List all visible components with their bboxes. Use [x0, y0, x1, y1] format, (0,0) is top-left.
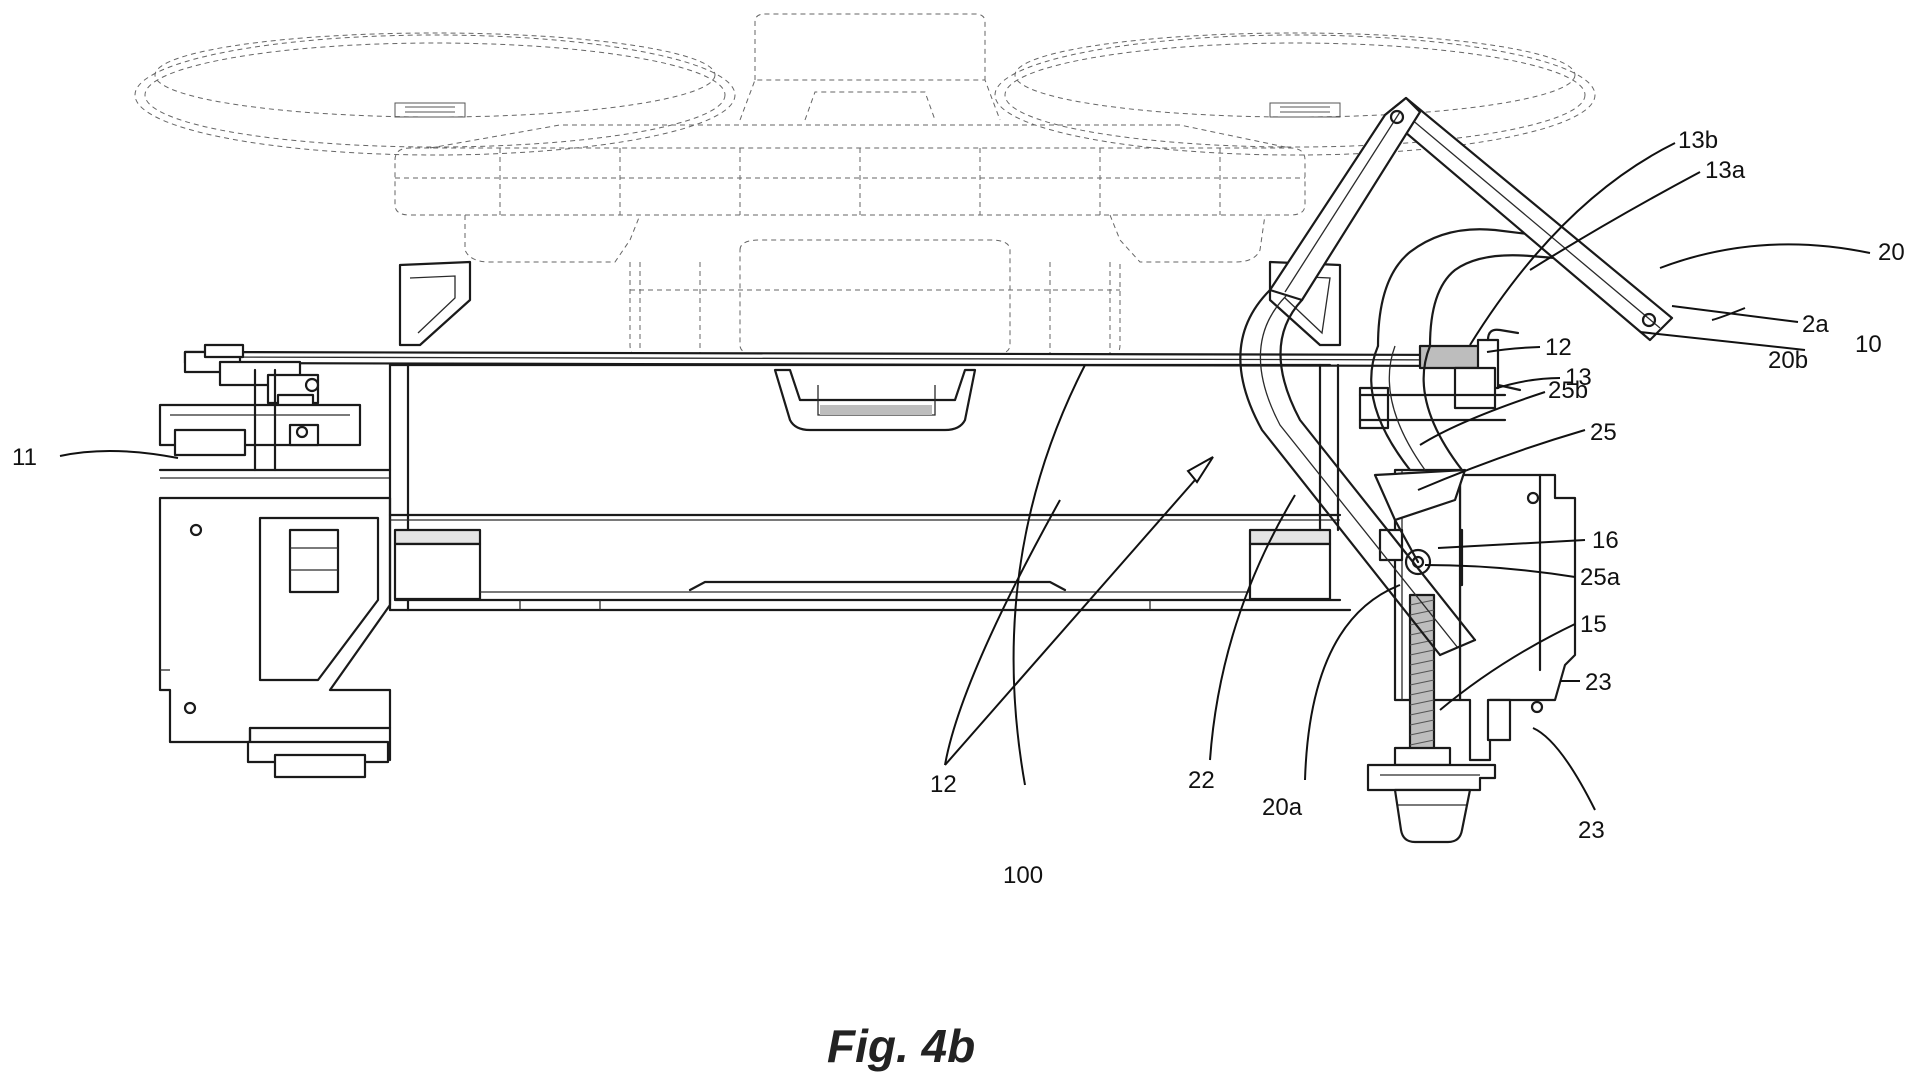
label-2a: 2a — [1802, 311, 1829, 338]
label-22: 22 — [1188, 767, 1215, 794]
label-20: 20 — [1878, 239, 1905, 266]
label-15: 15 — [1580, 611, 1607, 638]
frame-plate-12 — [183, 350, 1482, 368]
label-12-bottom: 12 — [930, 771, 957, 798]
motor-logo-left — [394, 102, 466, 118]
label-25: 25 — [1590, 419, 1617, 446]
figure-caption: Fig. 4b — [827, 1020, 975, 1072]
label-25b: 25b — [1548, 377, 1588, 404]
label-25a: 25a — [1580, 564, 1621, 591]
label-11: 11 — [12, 444, 37, 471]
label-23-bottom: 23 — [1578, 817, 1605, 844]
motor-logo-right — [1269, 102, 1341, 118]
label-12-top: 12 — [1545, 334, 1572, 361]
lower-frame — [388, 363, 1352, 612]
label-16: 16 — [1592, 527, 1619, 554]
label-13a: 13a — [1705, 157, 1746, 184]
label-100: 100 — [1003, 862, 1043, 889]
drone-silhouette — [134, 13, 1596, 432]
left-mount-11 — [158, 343, 392, 779]
label-23-top: 23 — [1585, 669, 1612, 696]
label-13: 13 — [1565, 364, 1592, 391]
right-mechanism — [1358, 328, 1577, 844]
reference-leaders — [59, 142, 1871, 811]
label-20a: 20a — [1262, 794, 1303, 821]
reference-labels: 11 12 13 13b 13a 20 2a 10 20b 25b 25 16 … — [12, 127, 1905, 889]
label-10: 10 — [1855, 331, 1882, 358]
hoop-13b — [1370, 228, 1562, 472]
label-13b: 13b — [1678, 127, 1718, 154]
label-20b: 20b — [1768, 347, 1808, 374]
arm-20 — [1239, 96, 1674, 657]
